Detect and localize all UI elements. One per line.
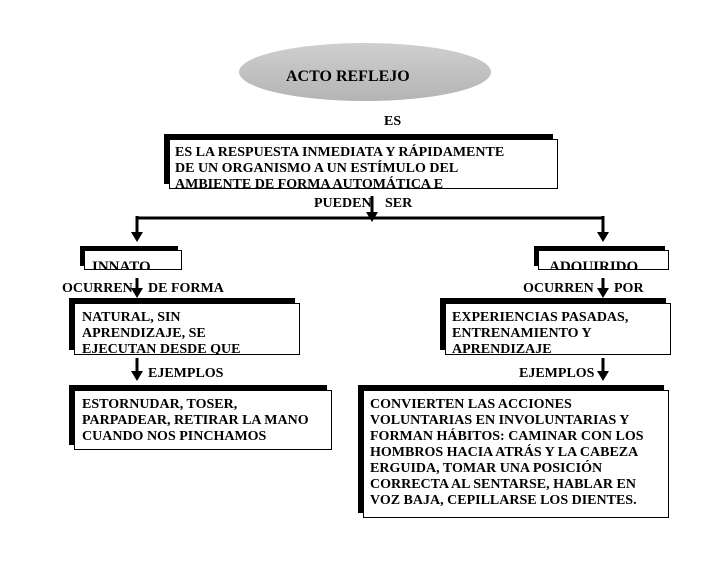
definition-line: DE UN ORGANISMO A UN ESTÍMULO DEL	[175, 161, 459, 176]
innato-description-box: NATURAL, SIN APRENDIZAJE, SE EJECUTAN DE…	[74, 303, 300, 355]
adquirido-example-line: FORMAN HÁBITOS: CAMINAR CON LOS	[370, 429, 644, 444]
right-occur-label: OCURREN	[523, 281, 594, 296]
innato-description-line: NATURAL, SIN	[82, 310, 181, 325]
left-occur-label: OCURREN	[62, 281, 133, 296]
left-occur-suffix: DE FORMA	[148, 281, 224, 296]
innato-example-line: CUANDO NOS PINCHAMOS	[82, 429, 267, 444]
title-text: ACTO REFLEJO	[286, 68, 410, 85]
definition-line: AMBIENTE DE FORMA AUTOMÁTICA E	[175, 177, 444, 189]
left-examples-label: EJEMPLOS	[148, 366, 224, 381]
definition-line: ES LA RESPUESTA INMEDIATA Y RÁPIDAMENTE	[175, 145, 505, 160]
adquirido-examples-box: CONVIERTEN LAS ACCIONES VOLUNTARIAS EN I…	[363, 390, 669, 518]
connector-pueden: PUEDEN	[314, 196, 372, 211]
adquirido-example-line: CONVIERTEN LAS ACCIONES	[370, 397, 572, 412]
adquirido-description-box: EXPERIENCIAS PASADAS, ENTRENAMIENTO Y AP…	[445, 303, 671, 355]
right-occur-suffix: POR	[614, 281, 644, 296]
innato-description-line: EJECUTAN DESDE QUE	[82, 342, 241, 355]
adquirido-example-line: VOZ BAJA, CEPILLARSE LOS DIENTES.	[370, 493, 637, 508]
innato-box: INNATO	[84, 250, 182, 270]
innato-example-line: PARPADEAR, RETIRAR LA MANO	[82, 413, 309, 428]
right-examples-label: EJEMPLOS	[519, 366, 595, 381]
innato-title: INNATO	[92, 259, 151, 270]
adquirido-box: ADQUIRIDO	[538, 250, 669, 270]
adquirido-description-line: APRENDIZAJE	[452, 342, 552, 355]
connector-es: ES	[384, 114, 402, 129]
adquirido-example-line: ERGUIDA, TOMAR UNA POSICIÓN	[370, 461, 603, 476]
title-ellipse-shape	[239, 43, 491, 101]
adquirido-description-line: ENTRENAMIENTO Y	[452, 326, 592, 341]
definition-box: ES LA RESPUESTA INMEDIATA Y RÁPIDAMENTE …	[169, 139, 558, 189]
adquirido-example-line: HOMBROS HACIA ATRÁS Y LA CABEZA	[370, 445, 639, 460]
innato-example-line: ESTORNUDAR, TOSER,	[82, 397, 238, 412]
innato-description-line: APRENDIZAJE, SE	[82, 326, 206, 341]
adquirido-example-line: VOLUNTARIAS EN INVOLUNTARIAS Y	[370, 413, 630, 428]
adquirido-example-line: CORRECTA AL SENTARSE, HABLAR EN	[370, 477, 636, 492]
adquirido-title: ADQUIRIDO	[549, 259, 639, 270]
innato-examples-box: ESTORNUDAR, TOSER, PARPADEAR, RETIRAR LA…	[74, 390, 332, 450]
connector-ser: SER	[385, 196, 413, 211]
adquirido-description-line: EXPERIENCIAS PASADAS,	[452, 310, 629, 325]
title-ellipse	[238, 42, 492, 102]
